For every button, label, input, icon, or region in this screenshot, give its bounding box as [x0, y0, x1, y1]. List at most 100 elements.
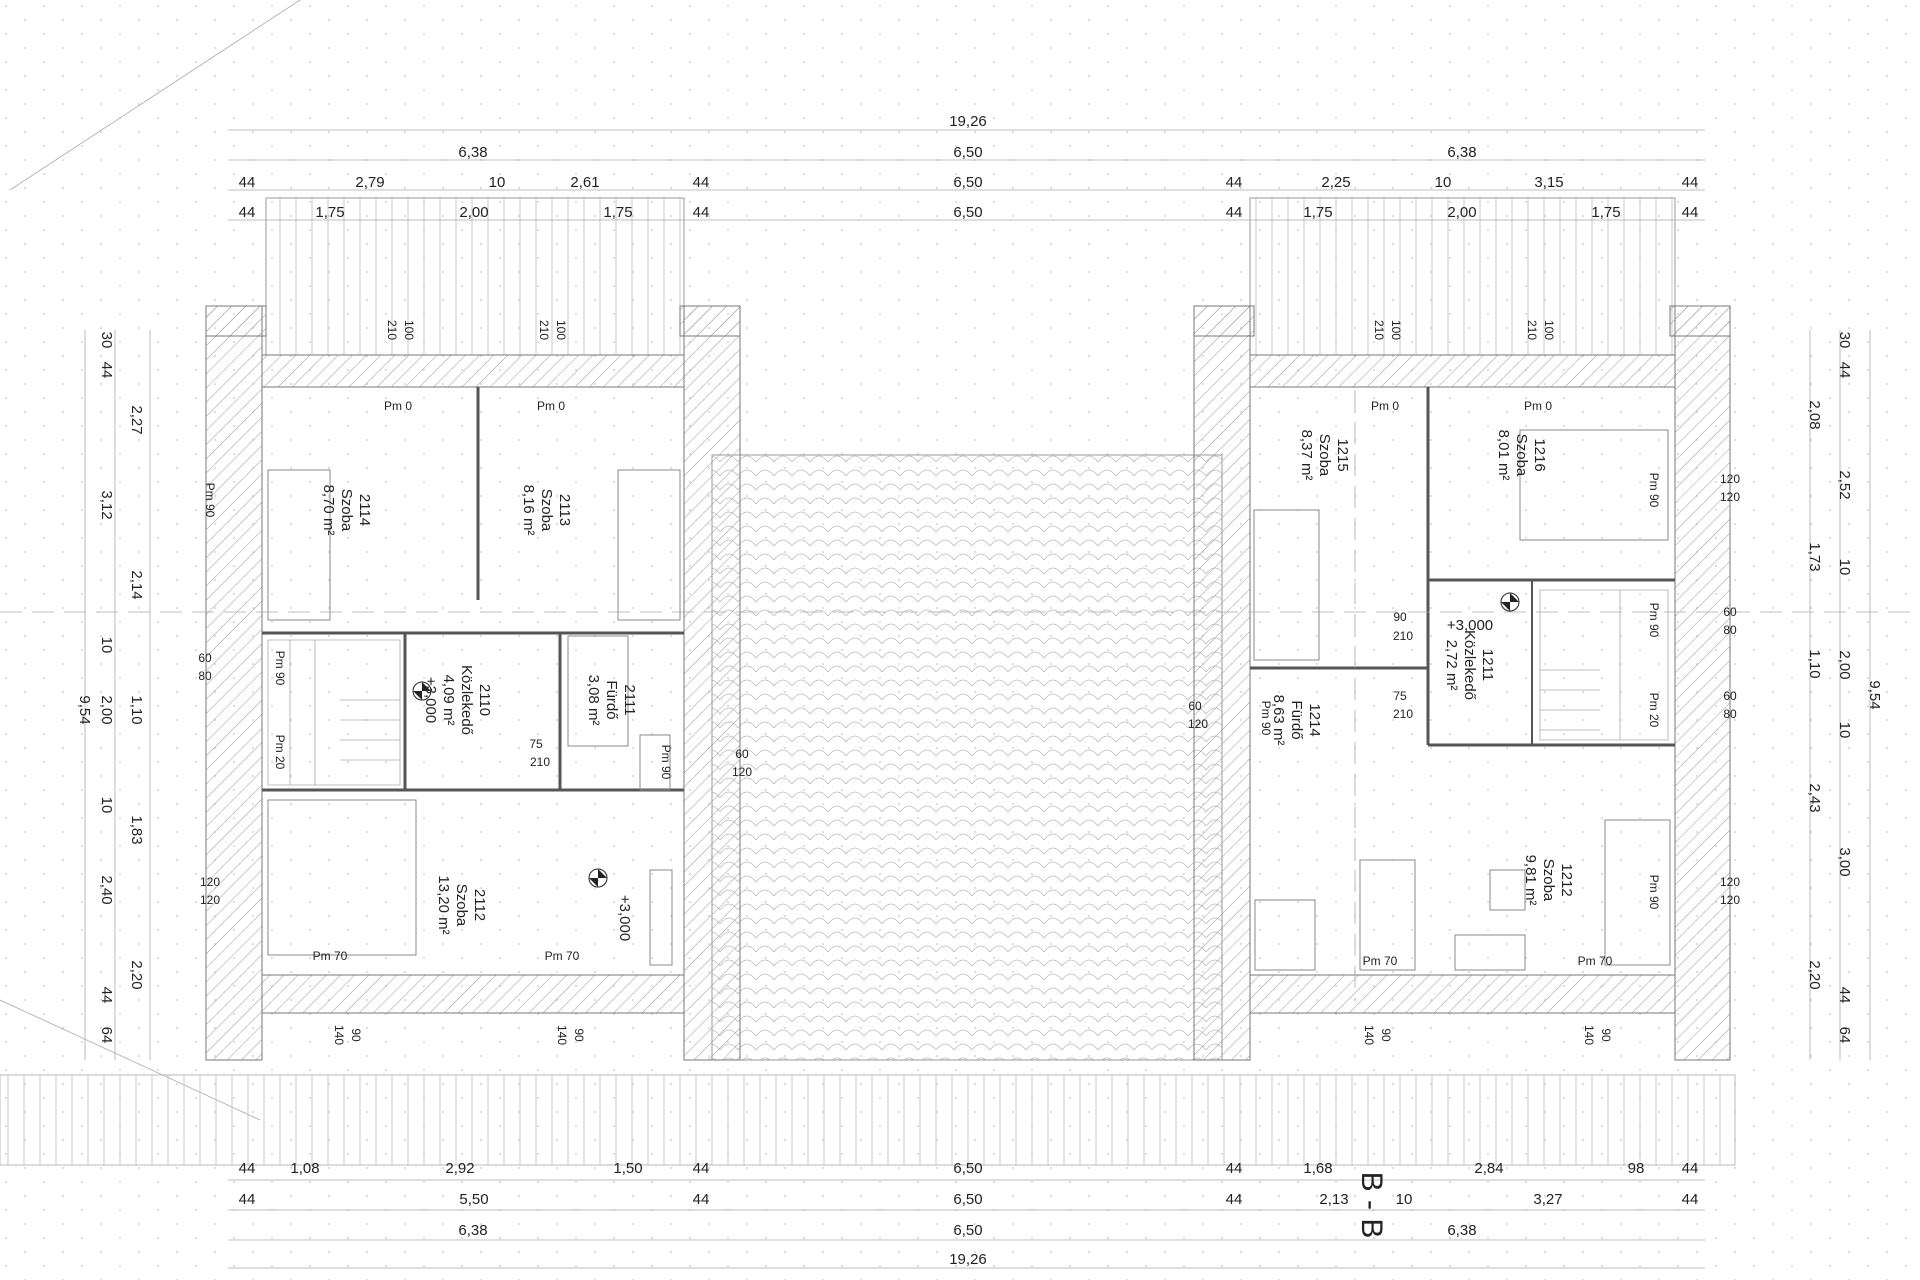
opening-size: 80 [198, 669, 212, 683]
dim-right-edge: 1,10 [1806, 649, 1823, 678]
left-dimensions: 9,54 2,27 3,12 2,14 10 2,00 10 2,40 2,20… [76, 332, 145, 1044]
room-name: Közlekedő [458, 665, 475, 735]
opening-labels: 210 100 210 100 210 100 210 100 75 210 6… [198, 320, 1740, 1045]
dim-bottom-r2: 44 [693, 1191, 710, 1208]
opening-size: 120 [1720, 893, 1740, 907]
dim-top-r3: 44 [239, 174, 256, 191]
room-name: Szoba [1316, 434, 1333, 477]
room-name: Szoba [338, 489, 355, 532]
dim-bottom-r1: 2,84 [1474, 1160, 1503, 1177]
dim-top-r3: 44 [693, 174, 710, 191]
opening-size: 60 [735, 747, 749, 761]
opening-size: 75 [529, 737, 543, 751]
room-area: 8,37 m² [1298, 430, 1315, 481]
room-level: +3,000 [422, 677, 439, 723]
opening-size: 140 [332, 1025, 346, 1045]
room-area: 8,01 m² [1495, 430, 1512, 481]
dim-top-r3: 6,50 [953, 174, 982, 191]
opening-size: 75 [1393, 689, 1407, 703]
pm-label: Pm 0 [384, 399, 412, 413]
dim-top-r2: 6,50 [953, 144, 982, 161]
dim-top-r3: 2,79 [355, 174, 384, 191]
room-area: 2,72 m² [1443, 640, 1460, 691]
dim-bottom-r1: 6,50 [953, 1160, 982, 1177]
room-area: 8,16 m² [520, 485, 537, 536]
dim-top-r4: 2,00 [459, 204, 488, 221]
dim-right-outer: 9,54 [1866, 680, 1883, 709]
dim-left-inner: 3,12 [98, 490, 115, 519]
pm-label: Pm 0 [537, 399, 565, 413]
room-number: 2112 [471, 889, 488, 921]
top-dimensions: 19,26 6,38 6,50 6,38 44 2,79 10 2,61 44 … [239, 113, 1699, 221]
dim-left-outer: 9,54 [76, 695, 93, 724]
dim-top-r4: 44 [1226, 204, 1243, 221]
dim-top-r3: 2,25 [1321, 174, 1350, 191]
dim-top-r3: 10 [489, 174, 506, 191]
dim-top-r4: 1,75 [603, 204, 632, 221]
dim-top-r4: 1,75 [1303, 204, 1332, 221]
dim-left-edge: 1,10 [128, 695, 145, 724]
room-number: 2110 [476, 684, 493, 716]
dim-right-inner: 10 [1836, 559, 1853, 576]
section-label: B - B [1355, 1172, 1388, 1239]
opening-size: 140 [1362, 1025, 1376, 1045]
dim-right-inner: 2,00 [1836, 650, 1853, 679]
dormer-left [265, 197, 685, 356]
dim-left-inner: 2,20 [128, 960, 145, 989]
right-dimensions: 9,54 2,08 2,52 1,73 10 2,00 10 2,43 3,00… [1806, 332, 1883, 1044]
level-annotation: +3,000 [1447, 617, 1493, 634]
opening-size: 90 [1599, 1028, 1613, 1042]
opening-size: 80 [1723, 623, 1737, 637]
pm-label: Pm 90 [273, 651, 287, 686]
room-area: 4,09 m² [440, 675, 457, 726]
opening-size: 100 [1389, 320, 1403, 340]
dim-total-top: 19,26 [949, 113, 987, 130]
dim-right-edge: 44 [1836, 987, 1853, 1004]
dim-top-r4: 2,00 [1447, 204, 1476, 221]
dim-top-r3: 44 [1226, 174, 1243, 191]
dim-bottom-r1: 2,92 [445, 1160, 474, 1177]
dim-right-edge: 64 [1836, 1027, 1853, 1044]
pm-labels: Pm 0 Pm 0 Pm 0 Pm 0 Pm 90 Pm 90 Pm 20 Pm… [203, 399, 1661, 968]
dim-left-edge: 44 [98, 987, 115, 1004]
room-name: Szoba [1513, 434, 1530, 477]
dim-bottom-r2: 44 [239, 1191, 256, 1208]
dim-left-inner: 10 [98, 797, 115, 814]
dim-bottom-r3: 6,50 [953, 1222, 982, 1239]
dim-top-r3: 2,61 [570, 174, 599, 191]
dim-top-r3: 10 [1435, 174, 1452, 191]
room-name: Fürdő [603, 680, 620, 719]
dim-bottom-r1: 1,08 [290, 1160, 319, 1177]
opening-size: 90 [572, 1028, 586, 1042]
dim-top-r4: 44 [239, 204, 256, 221]
dim-left-edge: 30 [98, 332, 115, 349]
dim-top-r4: 1,75 [315, 204, 344, 221]
dim-total-bottom: 19,26 [949, 1251, 987, 1268]
room-area: 13,20 m² [435, 875, 452, 934]
opening-size: 90 [349, 1028, 363, 1042]
left-unit-walls [205, 305, 741, 1061]
room-number: 2114 [356, 494, 373, 526]
opening-size: 210 [1372, 320, 1386, 340]
dimension-lines [0, 129, 1920, 1269]
dim-top-r4: 44 [1682, 204, 1699, 221]
dim-top-r3: 3,15 [1534, 174, 1563, 191]
dim-left-inner: 10 [98, 637, 115, 654]
dim-bottom-r1: 44 [1682, 1160, 1699, 1177]
opening-size: 210 [530, 755, 550, 769]
room-number: 1214 [1306, 703, 1323, 736]
pm-label: Pm 70 [1363, 954, 1398, 968]
dim-right-inner: 2,43 [1806, 783, 1823, 812]
opening-size: 210 [1393, 629, 1413, 643]
pm-label: Pm 70 [545, 949, 580, 963]
dim-left-inner: 2,00 [98, 695, 115, 724]
pm-label: Pm 70 [1578, 954, 1613, 968]
dim-bottom-r1: 44 [239, 1160, 256, 1177]
opening-size: 120 [1720, 472, 1740, 486]
dim-bottom-r2: 6,50 [953, 1191, 982, 1208]
opening-size: 100 [1542, 320, 1556, 340]
room-number: 1215 [1334, 438, 1351, 471]
opening-size: 80 [1723, 707, 1737, 721]
room-number: 1216 [1531, 438, 1548, 471]
opening-size: 120 [1720, 875, 1740, 889]
